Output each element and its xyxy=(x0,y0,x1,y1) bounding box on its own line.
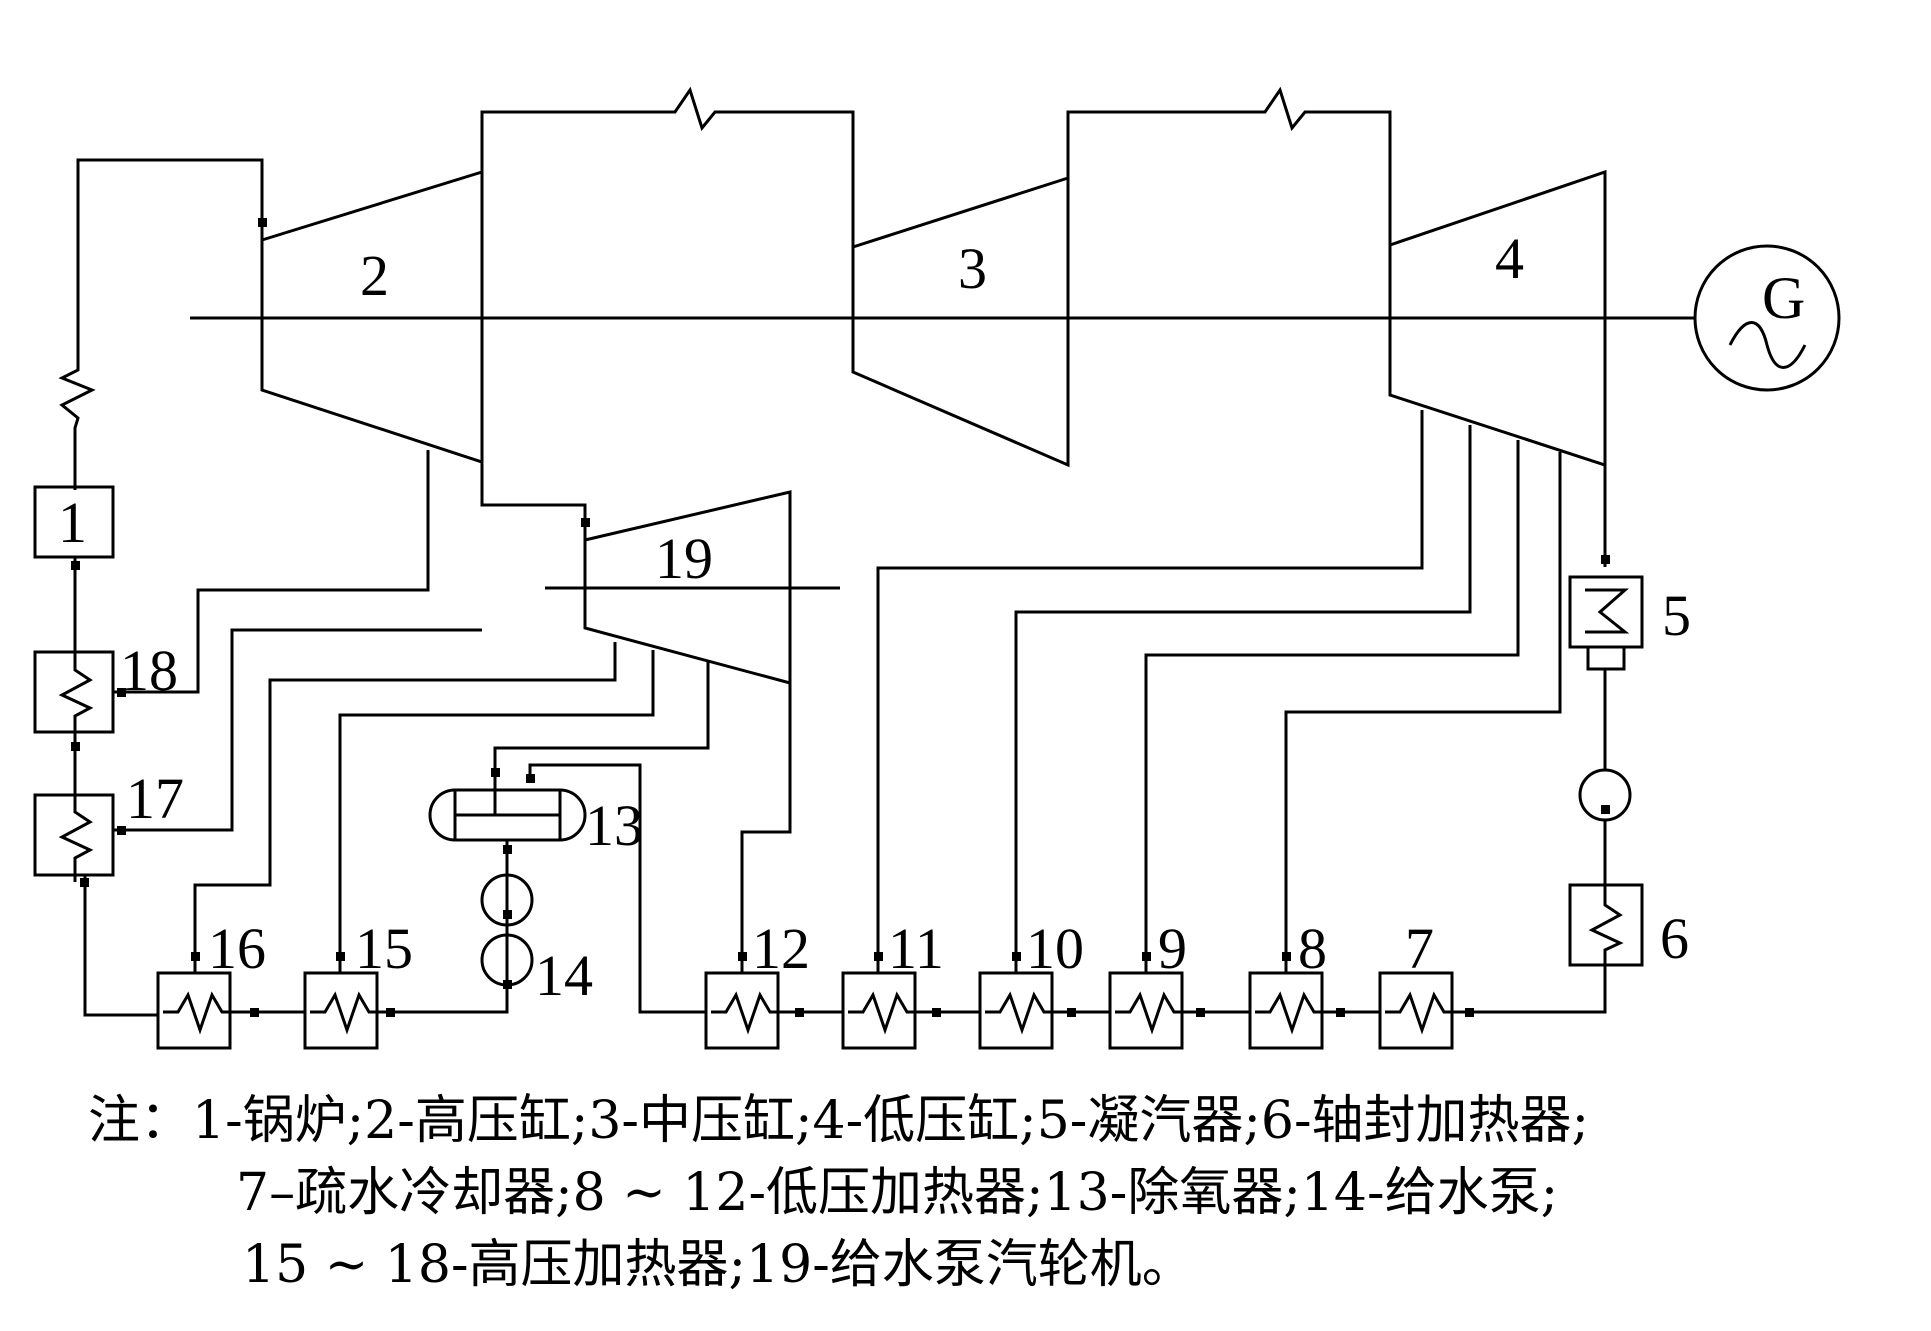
extraction-to-deaerator xyxy=(493,660,710,752)
extraction-lp-to-9 xyxy=(1144,440,1520,973)
crossover-line xyxy=(1066,86,1392,372)
thermal-system-diagram: 1 2 3 4 5 6 7 8 9 10 11 12 13 14 15 16 1… xyxy=(33,86,1841,1050)
condenser xyxy=(1568,575,1644,649)
label-lp-heater-11: 11 xyxy=(888,916,944,981)
pump-turbine-steam-line xyxy=(480,462,587,540)
label-lp-cylinder: 4 xyxy=(1495,226,1524,291)
caption-line-2: 7–疏水冷却器;8 ~ 12-低压加热器;13-除氧器;14-给水泵; xyxy=(236,1163,1559,1223)
extraction-lp-to-8 xyxy=(1284,452,1562,973)
label-hp-heater-18: 18 xyxy=(120,638,178,703)
label-ip-cylinder: 3 xyxy=(958,236,987,301)
heater-17-coil-icon xyxy=(58,788,94,882)
condensate-to-deaerator-line xyxy=(528,763,706,1014)
heater-10-coil-icon xyxy=(985,991,1057,1035)
heater-16-coil-icon xyxy=(163,991,235,1035)
label-shaft-seal-heater: 6 xyxy=(1660,906,1689,971)
label-hp-heater-15: 15 xyxy=(355,916,413,981)
extraction-to-12 xyxy=(740,683,792,973)
label-generator: G xyxy=(1762,265,1805,331)
label-lp-heater-9: 9 xyxy=(1158,916,1187,981)
label-condenser: 5 xyxy=(1662,583,1691,648)
diagram-caption: 注：1-锅炉;2-高压缸;3-中压缸;4-低压缸;5-凝汽器;6-轴封加热器; … xyxy=(88,1085,1918,1301)
extraction-lp-to-10 xyxy=(1014,425,1472,973)
label-hp-heater-17: 17 xyxy=(126,766,184,831)
caption-line-3: 15 ~ 18-高压加热器;19-给水泵汽轮机。 xyxy=(242,1235,1194,1295)
extraction-hp-to-18 xyxy=(113,450,430,694)
heater-8-coil-icon xyxy=(1255,991,1327,1035)
heater-12-coil-icon xyxy=(711,991,783,1035)
heater-15-coil-icon xyxy=(310,991,382,1035)
heater-6-coil-icon xyxy=(1588,880,1624,968)
label-lp-heater-12: 12 xyxy=(752,916,810,981)
condensate-6-7-line xyxy=(1452,955,1607,1014)
heater-11-coil-icon xyxy=(848,991,920,1035)
extraction-to-16 xyxy=(193,642,617,973)
extraction-hp-to-17 xyxy=(113,628,482,832)
label-pump-turbine: 19 xyxy=(655,526,713,591)
label-lp-heater-8: 8 xyxy=(1298,916,1327,981)
feedwater-pump-15-line xyxy=(377,978,509,1014)
label-hp-cylinder: 2 xyxy=(360,243,389,308)
heater-9-coil-icon xyxy=(1115,991,1187,1035)
reheat-line xyxy=(480,86,855,462)
connection-dots xyxy=(71,218,1610,1017)
label-deaerator: 13 xyxy=(585,793,643,858)
cooler-7-coil-icon xyxy=(1385,991,1457,1035)
ip-cylinder xyxy=(851,175,1070,468)
label-boiler: 1 xyxy=(58,490,87,555)
label-drain-cooler: 7 xyxy=(1405,916,1434,981)
label-feed-pump: 14 xyxy=(535,943,593,1008)
label-lp-heater-10: 10 xyxy=(1026,916,1084,981)
condenser-coil-icon xyxy=(1585,588,1630,634)
heater-18-coil-icon xyxy=(58,645,94,738)
feedwater-16-17-line xyxy=(83,875,158,1017)
condenser-hotwell xyxy=(1586,645,1626,671)
generator xyxy=(1693,244,1841,392)
main-steam-line xyxy=(58,158,264,490)
label-hp-heater-16: 16 xyxy=(208,916,266,981)
extraction-lp-to-11 xyxy=(876,410,1424,973)
caption-line-1: 注：1-锅炉;2-高压缸;3-中压缸;4-低压缸;5-凝汽器;6-轴封加热器; xyxy=(88,1091,1590,1151)
extraction-to-15 xyxy=(338,650,655,973)
generator-sine-icon xyxy=(1728,321,1807,369)
